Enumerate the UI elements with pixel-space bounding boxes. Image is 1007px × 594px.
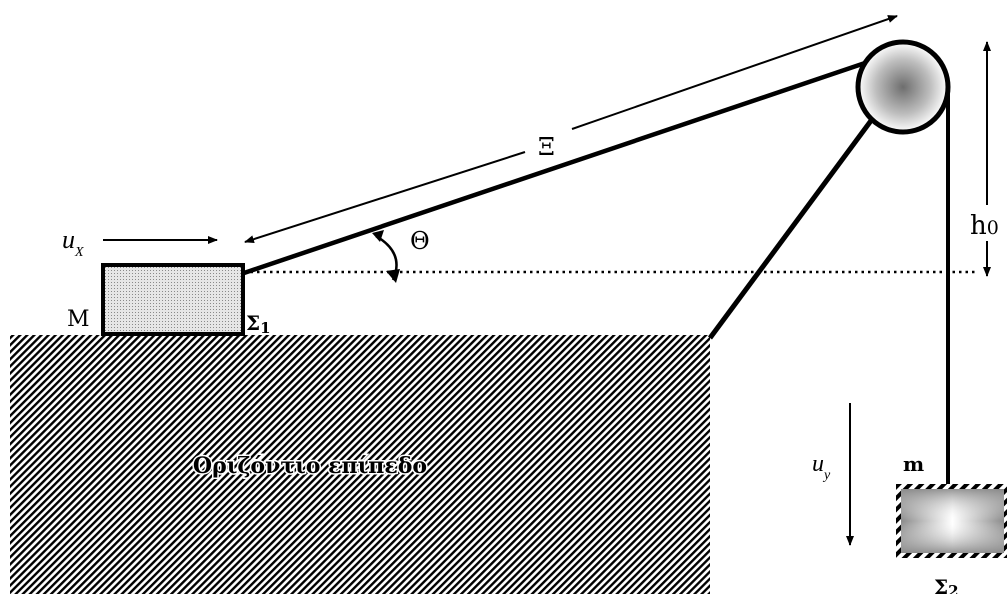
surface-label: Οριζόντιο επίπεδο	[193, 453, 427, 479]
rope-inclined	[243, 59, 869, 276]
length-label: Ξ	[538, 133, 555, 161]
mass-big-label: M	[67, 307, 90, 332]
horizontal-surface	[10, 335, 710, 594]
pulley-icon	[855, 39, 951, 135]
velocity-y-label: uy	[812, 451, 831, 483]
height-label: h0	[970, 211, 999, 241]
angle-arrow-bottom	[386, 269, 400, 283]
mass-small-label: m	[903, 452, 924, 476]
angle-arrow-top	[372, 230, 384, 242]
block-sigma2-shade	[901, 489, 1004, 553]
pulley-support	[707, 116, 876, 340]
length-arrow-lower	[244, 151, 526, 244]
velocity-x-label: uX	[62, 225, 84, 260]
angle-label: Θ	[410, 227, 430, 255]
body2-label: Σ2	[934, 575, 959, 594]
length-arrow-upper	[571, 15, 898, 130]
height-label-bg	[968, 205, 1007, 241]
body1-label: Σ1	[246, 311, 271, 337]
block-sigma1	[101, 263, 245, 336]
